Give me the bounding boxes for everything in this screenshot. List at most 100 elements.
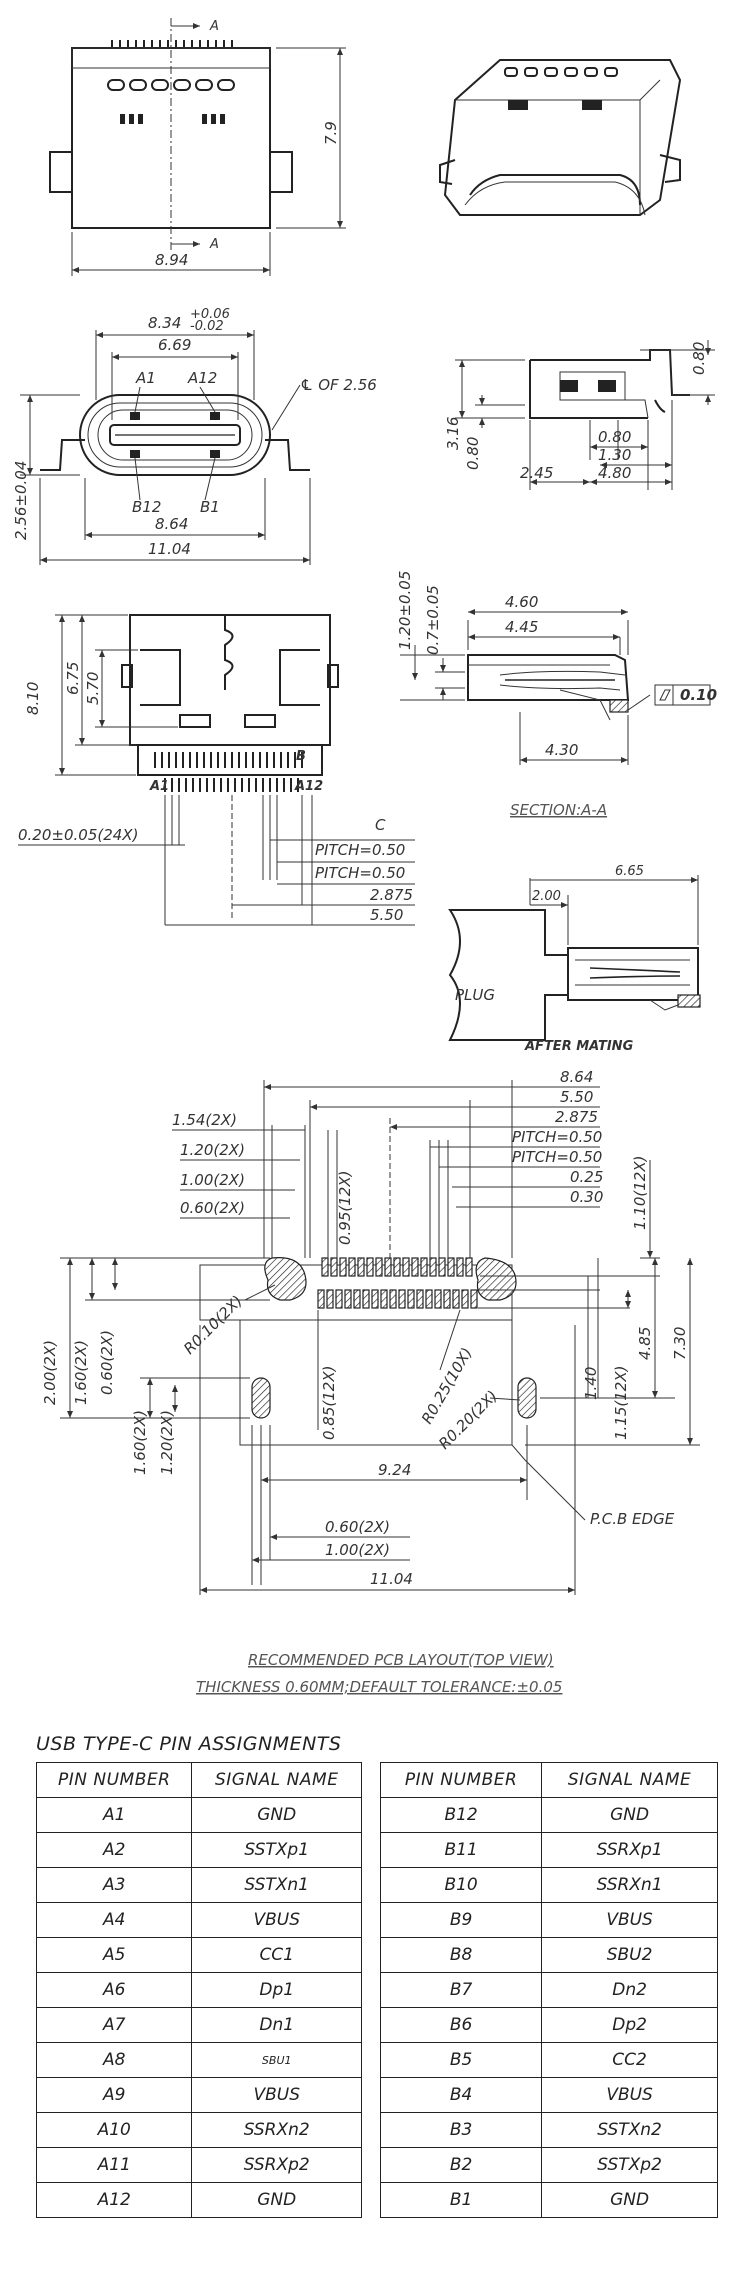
side-dim-316: 3.16 bbox=[444, 417, 462, 450]
pin-number-cell: B10 bbox=[379, 1867, 543, 1903]
pcb-dim-200: 2.00(2X) bbox=[41, 1340, 59, 1405]
pcb-dim-485: 4.85 bbox=[636, 1327, 654, 1360]
signal-name-cell: Dn2 bbox=[541, 1972, 718, 2008]
pcb-dim-100b: 1.00(2X) bbox=[325, 1541, 390, 1559]
section-caption: SECTION:A-A bbox=[510, 801, 607, 819]
signal-name-cell: VBUS bbox=[191, 2077, 362, 2113]
pcb-dim-060v: 0.60(2X) bbox=[98, 1330, 116, 1395]
section-dim-120: 1.20±0.05 bbox=[396, 571, 414, 650]
pcb-dim-160b: 1.60(2X) bbox=[131, 1410, 149, 1475]
signal-name-cell: CC1 bbox=[191, 1937, 362, 1973]
signal-name-cell: SSRXp2 bbox=[191, 2147, 362, 2183]
signal-name-cell: SBU2 bbox=[541, 1937, 718, 1973]
isometric-view bbox=[439, 59, 682, 216]
pin-number-cell: A2 bbox=[35, 1832, 193, 1868]
section-dim-460: 4.60 bbox=[505, 593, 538, 611]
side-view: 0.80 3.16 0.80 0.80 1.30 2.45 4.80 bbox=[444, 340, 715, 490]
pin-number-cell: B12 bbox=[379, 1797, 543, 1833]
pin-number-cell: A8 bbox=[35, 2042, 193, 2078]
pcb-caption-1: RECOMMENDED PCB LAYOUT(TOP VIEW) bbox=[248, 1651, 554, 1669]
bottom-pitch-2: PITCH=0.50 bbox=[315, 864, 405, 882]
side-dim-480: 4.80 bbox=[598, 464, 631, 482]
front-label-b1: B1 bbox=[200, 498, 220, 516]
front-inner-width-dim: 6.69 bbox=[158, 336, 191, 354]
front-label-b12: B12 bbox=[132, 498, 161, 516]
signal-name-cell: SSRXp1 bbox=[541, 1832, 718, 1868]
pcb-dim-060: 0.60(2X) bbox=[180, 1199, 245, 1217]
signal-name-cell: SSTXp2 bbox=[541, 2147, 718, 2183]
section-dim-445: 4.45 bbox=[505, 618, 538, 636]
side-dim-130: 1.30 bbox=[598, 446, 631, 464]
pcb-dim-140: 1.40 bbox=[582, 1367, 600, 1400]
signal-name-cell: SSTXn1 bbox=[191, 1867, 362, 1903]
pcb-dim-864: 8.64 bbox=[560, 1068, 593, 1086]
front-width-dim: 8.34 bbox=[148, 314, 181, 332]
mating-caption: AFTER MATING bbox=[524, 1039, 634, 1054]
col-signal-header: SIGNAL NAME bbox=[541, 1762, 718, 1798]
pcb-layout: 8.64 5.50 2.875 PITCH=0.50 PITCH=0.50 0.… bbox=[41, 1068, 700, 1696]
pin-number-cell: A6 bbox=[35, 1972, 193, 2008]
pin-number-cell: B5 bbox=[379, 2042, 543, 2078]
signal-name-cell: SSTXn2 bbox=[541, 2112, 718, 2148]
pcb-dim-154: 1.54(2X) bbox=[172, 1111, 237, 1129]
side-dim-080-left: 0.80 bbox=[464, 437, 482, 470]
mechanical-drawing: A A 8.94 7.9 bbox=[12, 18, 717, 1696]
bottom-height-570: 5.70 bbox=[84, 672, 102, 705]
side-dim-080-top: 0.80 bbox=[690, 342, 708, 375]
signal-name-cell: GND bbox=[541, 2182, 718, 2218]
signal-name-cell: Dp2 bbox=[541, 2007, 718, 2043]
signal-name-cell: GND bbox=[191, 2182, 362, 2218]
pin-number-cell: A1 bbox=[35, 1797, 193, 1833]
bottom-centerline: C bbox=[375, 816, 386, 834]
bottom-pin-b: B bbox=[296, 749, 306, 764]
pcb-dim-730: 7.30 bbox=[671, 1327, 689, 1360]
pin-number-cell: B6 bbox=[379, 2007, 543, 2043]
col-pin-header: PIN NUMBER bbox=[379, 1762, 543, 1798]
section-mark-top: A bbox=[209, 19, 219, 34]
bottom-height-675: 6.75 bbox=[64, 662, 82, 695]
side-dim-245: 2.45 bbox=[520, 464, 553, 482]
section-mark-bottom: A bbox=[209, 237, 219, 252]
bottom-height-810: 8.10 bbox=[24, 682, 42, 715]
pcb-dim-550: 5.50 bbox=[560, 1088, 593, 1106]
pcb-dim-025: 0.25 bbox=[570, 1168, 603, 1186]
front-tol-minus: -0.02 bbox=[190, 319, 224, 334]
bottom-pitch-1: PITCH=0.50 bbox=[315, 841, 405, 859]
signal-name-cell: VBUS bbox=[541, 1902, 718, 1938]
pcb-dim-120: 1.20(2X) bbox=[180, 1141, 245, 1159]
pin-number-cell: B7 bbox=[379, 1972, 543, 2008]
top-view: A A 8.94 7.9 bbox=[49, 18, 346, 276]
pin-number-cell: A11 bbox=[35, 2147, 193, 2183]
signal-name-cell: CC2 bbox=[541, 2042, 718, 2078]
bottom-dim-550: 5.50 bbox=[370, 906, 403, 924]
pin-number-cell: B3 bbox=[379, 2112, 543, 2148]
front-tol-plus: +0.06 bbox=[190, 307, 230, 322]
signal-name-cell: VBUS bbox=[541, 2077, 718, 2113]
pcb-dim-100: 1.00(2X) bbox=[180, 1171, 245, 1189]
front-dim-864: 8.64 bbox=[155, 515, 188, 533]
pin-number-cell: A4 bbox=[35, 1902, 193, 1938]
pcb-dim-120b: 1.20(2X) bbox=[158, 1410, 176, 1475]
mating-dim-665: 6.65 bbox=[615, 864, 644, 879]
signal-name-cell: SSRXn2 bbox=[191, 2112, 362, 2148]
table-header-row: PIN NUMBER SIGNAL NAME bbox=[379, 1762, 718, 1798]
pin-number-cell: A9 bbox=[35, 2077, 193, 2113]
col-pin-header: PIN NUMBER bbox=[35, 1762, 193, 1798]
front-label-a1: A1 bbox=[135, 369, 156, 387]
